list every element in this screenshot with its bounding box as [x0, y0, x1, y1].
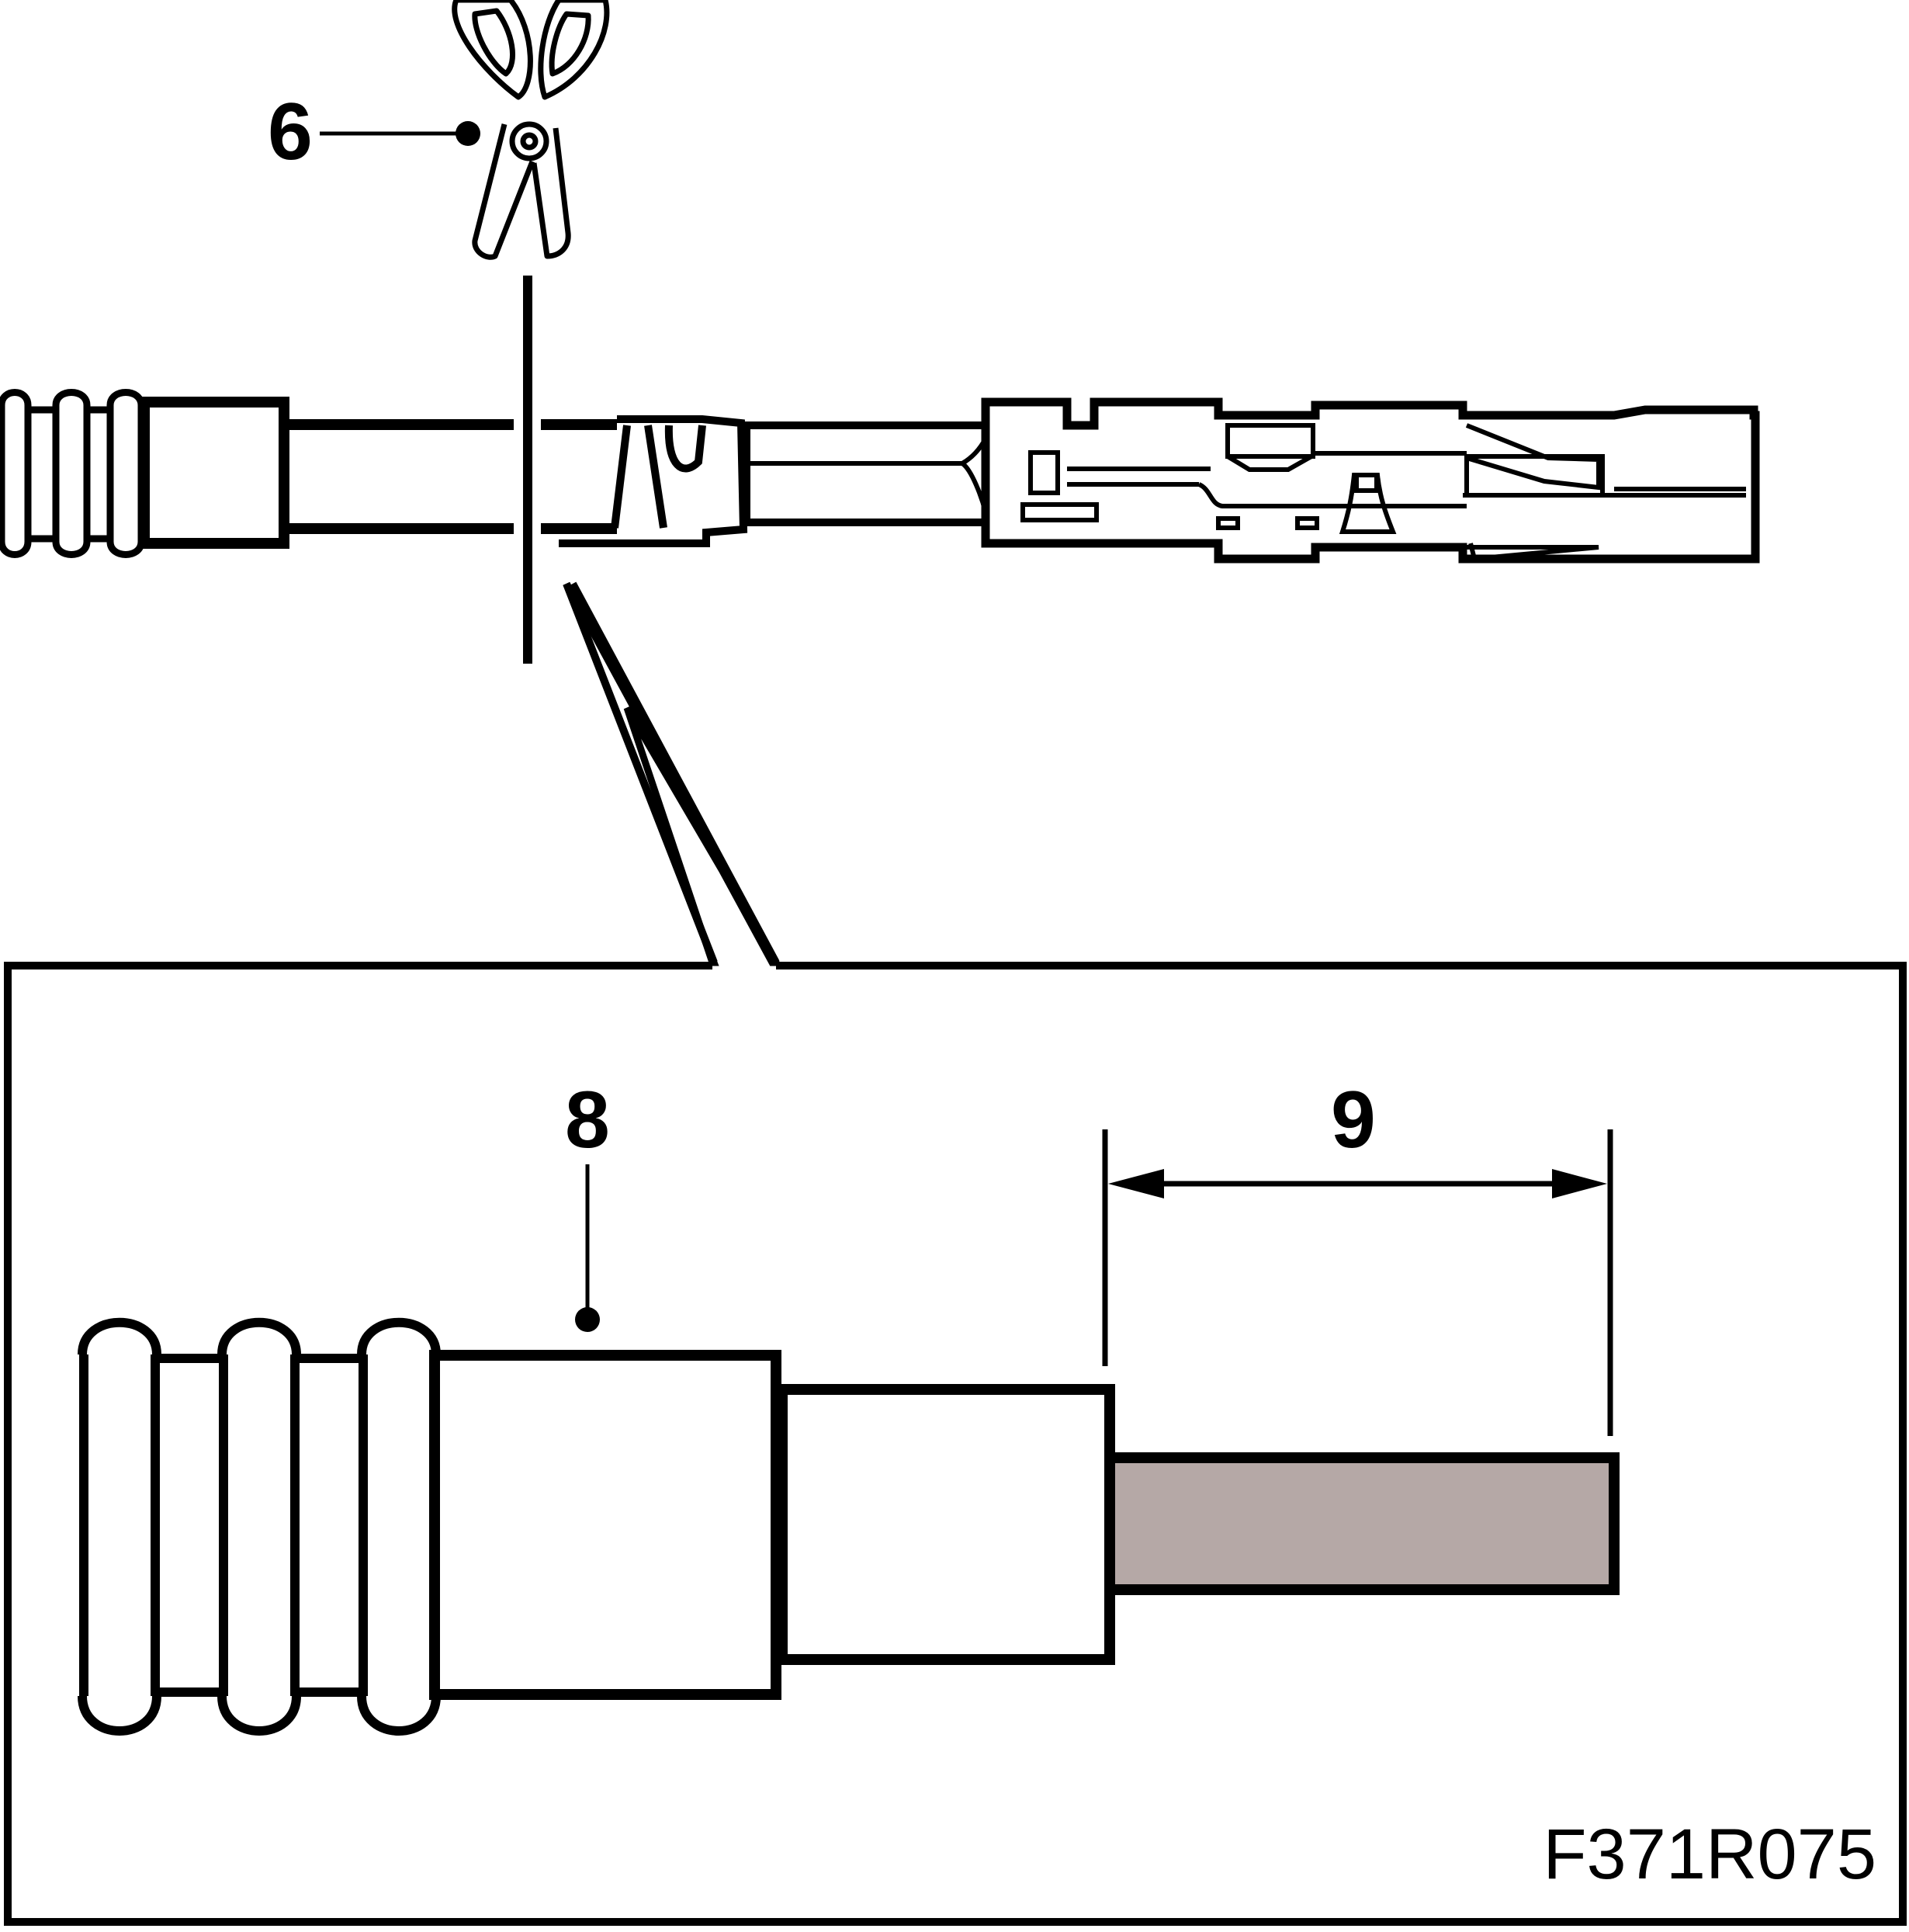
leader-dot: [456, 121, 480, 146]
zoom-line-inner: [625, 707, 715, 963]
conduit-inner-mask-top: [93, 1333, 146, 1354]
corrugated-conduit-detail: [78, 1317, 441, 1736]
callout-9: 9: [1331, 1075, 1376, 1165]
figure-code: F371R075: [1543, 1815, 1876, 1894]
terminal-internals: [1020, 423, 1746, 562]
cable-jacket: [429, 1350, 781, 1700]
callout-6: 6: [268, 87, 313, 177]
crimp-sleeve: [559, 415, 748, 547]
arrowhead: [1552, 1169, 1607, 1198]
corrugated-conduit-top: [0, 389, 145, 558]
wire-insulation: [777, 1384, 1115, 1665]
sleeve-top: [139, 397, 289, 549]
detail-frame: [4, 962, 1907, 1926]
exposed-conductor: [1104, 1452, 1620, 1595]
arrowhead: [1108, 1169, 1164, 1198]
terminal-housing: [981, 397, 1760, 564]
leader-dot: [575, 1307, 600, 1332]
zoom-line-right: [569, 581, 780, 965]
scissors-icon: [452, 0, 610, 260]
terminal-conductor: [743, 421, 989, 526]
callout-8: 8: [565, 1075, 610, 1165]
